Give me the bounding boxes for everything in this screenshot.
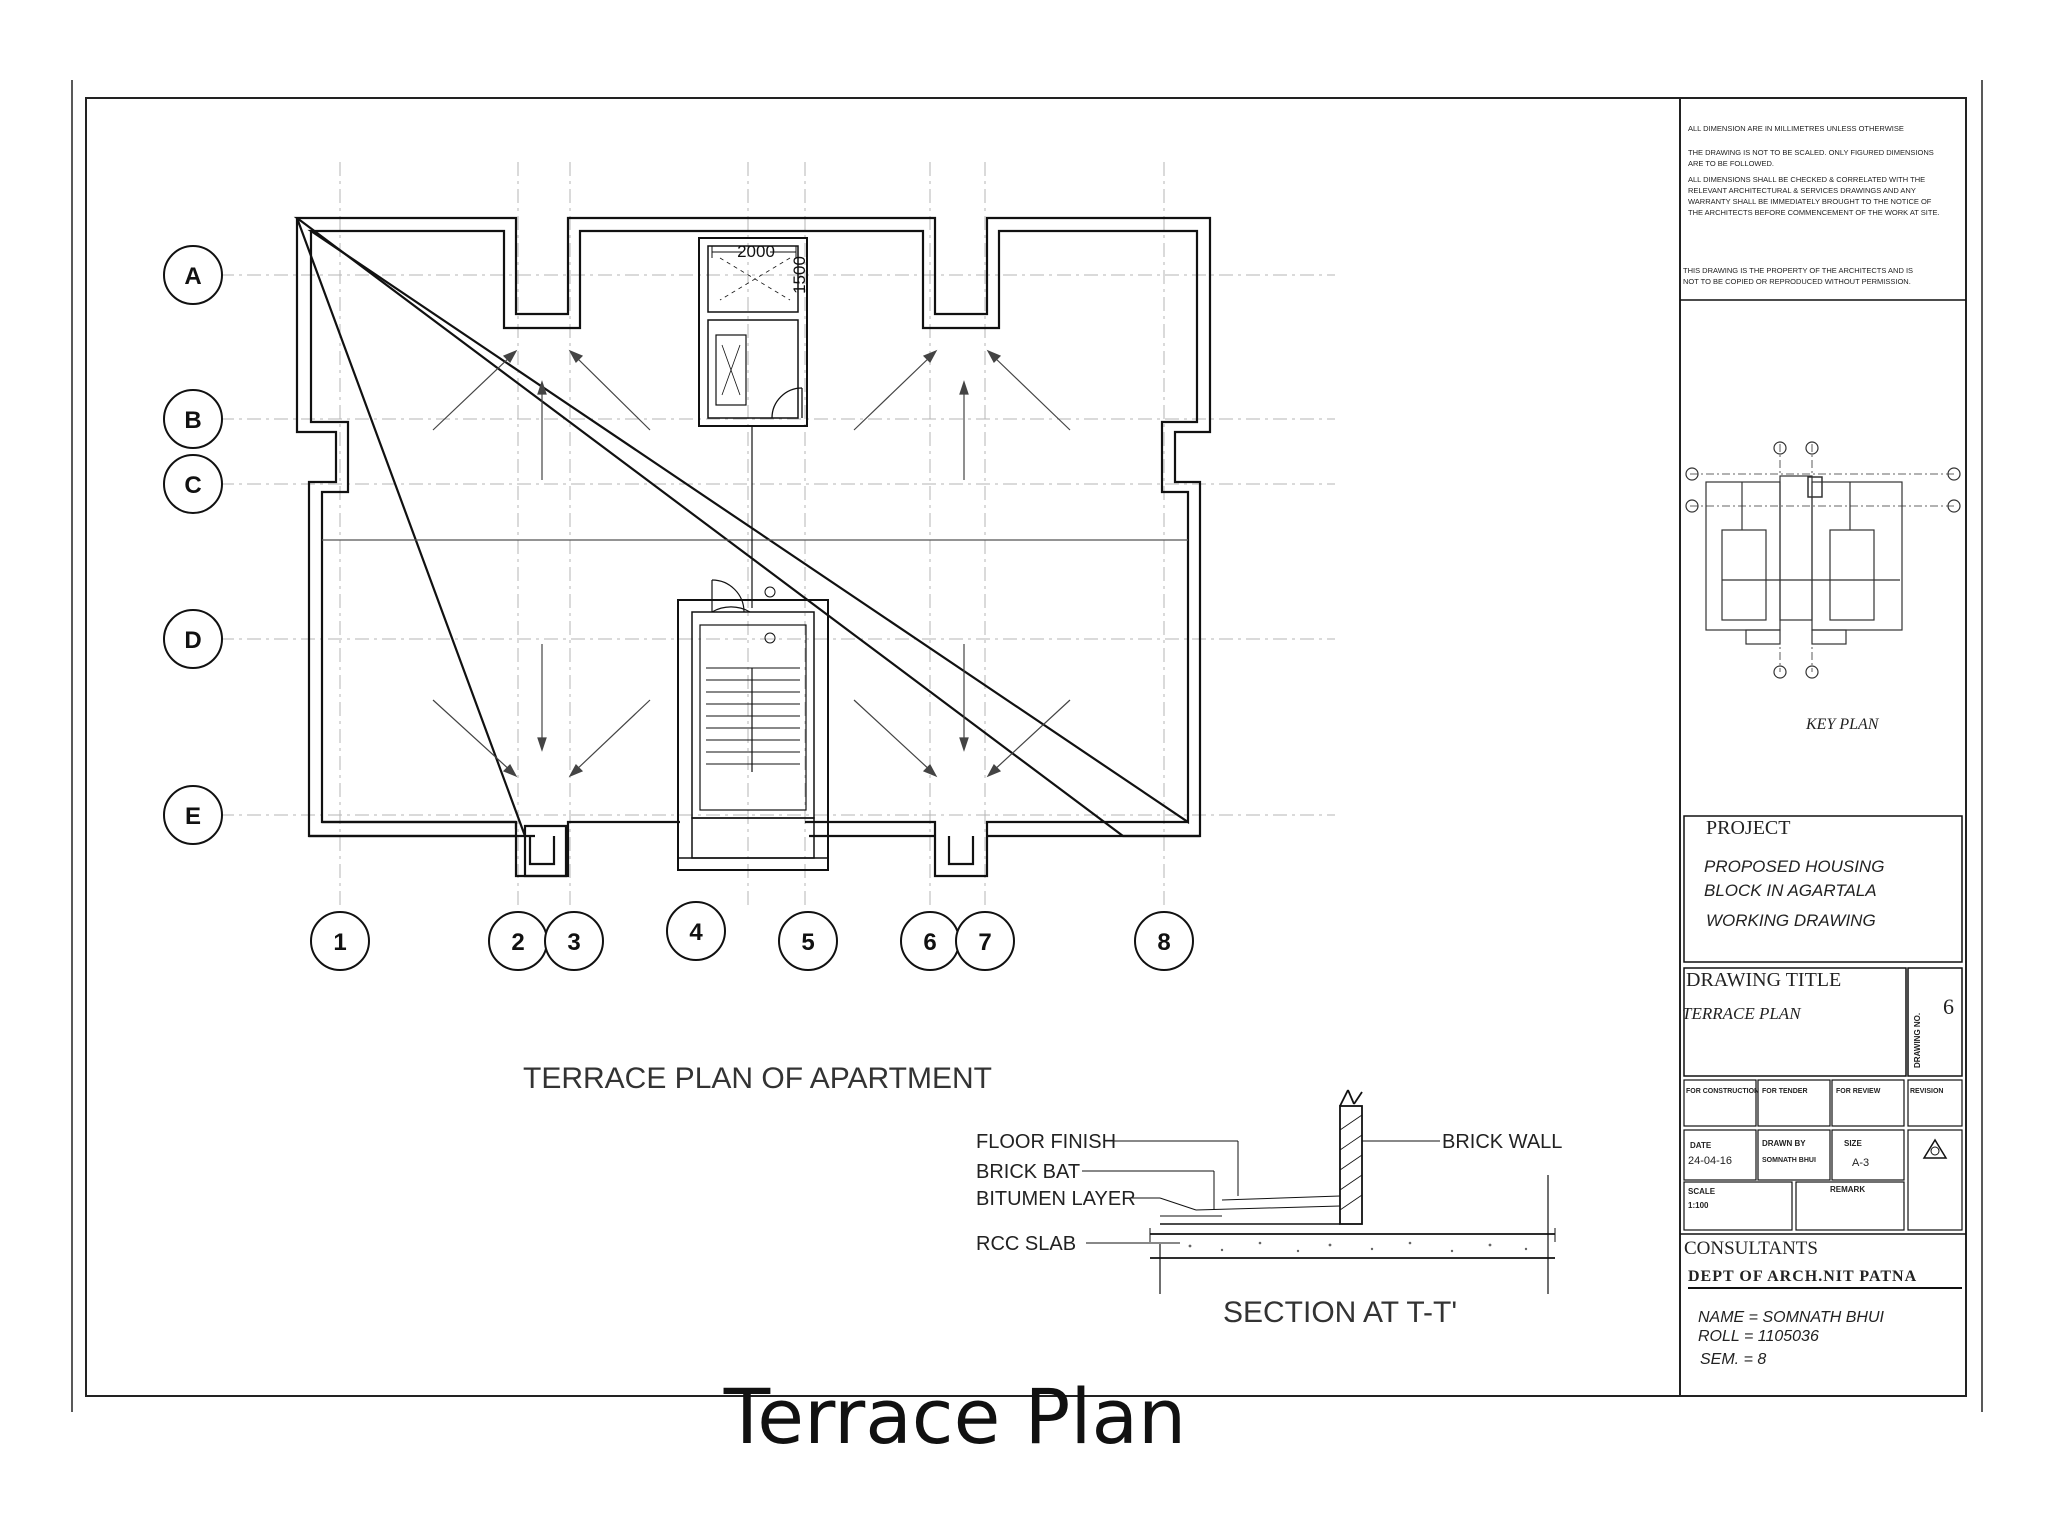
- grid-row-bubbles: A B C D E: [163, 245, 223, 845]
- section-title: SECTION AT T-T': [1223, 1296, 1457, 1329]
- label-brick-wall: BRICK WALL: [1442, 1131, 1562, 1153]
- svg-text:1: 1: [333, 929, 346, 956]
- svg-text:C: C: [184, 472, 201, 499]
- svg-text:4: 4: [689, 919, 703, 946]
- label-bitumen: BITUMEN LAYER: [976, 1188, 1136, 1210]
- date-value: 24-04-16: [1688, 1155, 1732, 1167]
- grid-bubble-d: D: [163, 609, 223, 669]
- student-sem: SEM. = 8: [1700, 1351, 1766, 1368]
- svg-text:6: 6: [923, 929, 936, 956]
- date-label: DATE: [1690, 1141, 1712, 1150]
- svg-text:E: E: [185, 803, 201, 830]
- label-floor-finish: FLOOR FINISH: [976, 1131, 1116, 1153]
- label-brick-bat: BRICK BAT: [976, 1161, 1080, 1183]
- note-line-6: WARRANTY SHALL BE IMMEDIATELY BROUGHT TO…: [1688, 197, 1932, 206]
- note-line-1: ALL DIMENSION ARE IN MILLIMETRES UNLESS …: [1688, 124, 1904, 133]
- terrace-plan: 2000 1500: [163, 162, 1335, 1095]
- note-line-4: ALL DIMENSIONS SHALL BE CHECKED & CORREL…: [1688, 175, 1925, 184]
- consultants-label: CONSULTANTS: [1684, 1238, 1818, 1259]
- scale-label: SCALE: [1688, 1187, 1716, 1196]
- svg-text:A: A: [184, 263, 201, 290]
- grid-bubble-8: 8: [1134, 911, 1194, 971]
- svg-text:5: 5: [801, 929, 814, 956]
- size-value: A-3: [1852, 1157, 1869, 1169]
- parapet-wall: [293, 216, 1212, 878]
- drawn-by-label: DRAWN BY: [1762, 1139, 1806, 1148]
- drawing-title: TERRACE PLAN: [1682, 1004, 1802, 1023]
- consultant-name: DEPT OF ARCH.NIT PATNA: [1688, 1268, 1917, 1285]
- grid-bubble-6: 6: [900, 911, 960, 971]
- grid-bubble-e: E: [163, 785, 223, 845]
- sheet-frame: [71, 80, 1983, 1412]
- grid-lines: [220, 162, 1335, 910]
- grid-bubble-c: C: [163, 454, 223, 514]
- project-line-2: BLOCK IN AGARTALA: [1704, 881, 1877, 900]
- slide-caption: Terrace Plan: [723, 1372, 1187, 1461]
- svg-text:D: D: [184, 627, 201, 654]
- drawing-no-label: DRAWING NO.: [1913, 1013, 1922, 1068]
- slope-arrows: [432, 349, 1071, 778]
- size-label: SIZE: [1844, 1139, 1862, 1148]
- status-review: FOR REVIEW: [1836, 1088, 1881, 1095]
- section-tt: FLOOR FINISH BRICK BAT BITUMEN LAYER RCC…: [976, 1089, 1562, 1329]
- dim-1500: 1500: [790, 256, 809, 294]
- svg-text:3: 3: [567, 929, 580, 956]
- student-roll: ROLL = 1105036: [1698, 1328, 1819, 1345]
- svg-text:B: B: [184, 407, 201, 434]
- scale-value: 1:100: [1688, 1201, 1709, 1210]
- grid-bubble-3: 3: [544, 911, 604, 971]
- grid-bubble-7: 7: [955, 911, 1015, 971]
- project-label: PROJECT: [1706, 817, 1790, 839]
- project-line-3: WORKING DRAWING: [1706, 911, 1876, 930]
- status-revision: REVISION: [1910, 1088, 1943, 1095]
- dim-2000: 2000: [737, 242, 775, 261]
- svg-text:8: 8: [1157, 929, 1170, 956]
- note-line-3: ARE TO BE FOLLOWED.: [1688, 159, 1774, 168]
- grid-bubble-4: 4: [666, 901, 726, 961]
- dimension-lines: [711, 246, 797, 258]
- note-line-7: THE ARCHITECTS BEFORE COMMENCEMENT OF TH…: [1688, 208, 1940, 217]
- key-plan: [1685, 441, 1961, 679]
- svg-text:7: 7: [978, 929, 991, 956]
- drawing-no: 6: [1943, 994, 1954, 1019]
- grid-col-bubbles: 1 2 3 4 5 6 7: [310, 901, 1194, 971]
- service-block: [698, 237, 808, 608]
- project-line-1: PROPOSED HOUSING: [1704, 857, 1884, 876]
- plan-title: TERRACE PLAN OF APARTMENT: [523, 1062, 992, 1095]
- stair-block: [677, 579, 829, 871]
- label-rcc-slab: RCC SLAB: [976, 1233, 1076, 1255]
- remark-label: REMARK: [1830, 1185, 1865, 1194]
- drawing-title-label: DRAWING TITLE: [1686, 969, 1841, 991]
- status-tender: FOR TENDER: [1762, 1088, 1808, 1095]
- grid-bubble-5: 5: [778, 911, 838, 971]
- property-note-2: NOT TO BE COPIED OR REPRODUCED WITHOUT P…: [1683, 277, 1911, 286]
- grid-bubble-2: 2: [488, 911, 548, 971]
- note-line-2: THE DRAWING IS NOT TO BE SCALED. ONLY FI…: [1688, 148, 1934, 157]
- title-block: ALL DIMENSION ARE IN MILLIMETRES UNLESS …: [1680, 124, 1966, 1368]
- status-construction: FOR CONSTRUCTION: [1686, 1088, 1759, 1095]
- revision-icon: [1922, 1138, 1948, 1159]
- note-line-5: RELEVANT ARCHITECTURAL & SERVICES DRAWIN…: [1688, 186, 1916, 195]
- property-note-1: THIS DRAWING IS THE PROPERTY OF THE ARCH…: [1683, 266, 1913, 275]
- grid-bubble-a: A: [163, 245, 223, 305]
- grid-bubble-b: B: [163, 389, 223, 449]
- student-name: NAME = SOMNATH BHUI: [1698, 1309, 1885, 1326]
- key-plan-label: KEY PLAN: [1805, 716, 1880, 733]
- grid-bubble-1: 1: [310, 911, 370, 971]
- drawn-by-value: SOMNATH BHUI: [1762, 1157, 1816, 1164]
- svg-text:2: 2: [511, 929, 524, 956]
